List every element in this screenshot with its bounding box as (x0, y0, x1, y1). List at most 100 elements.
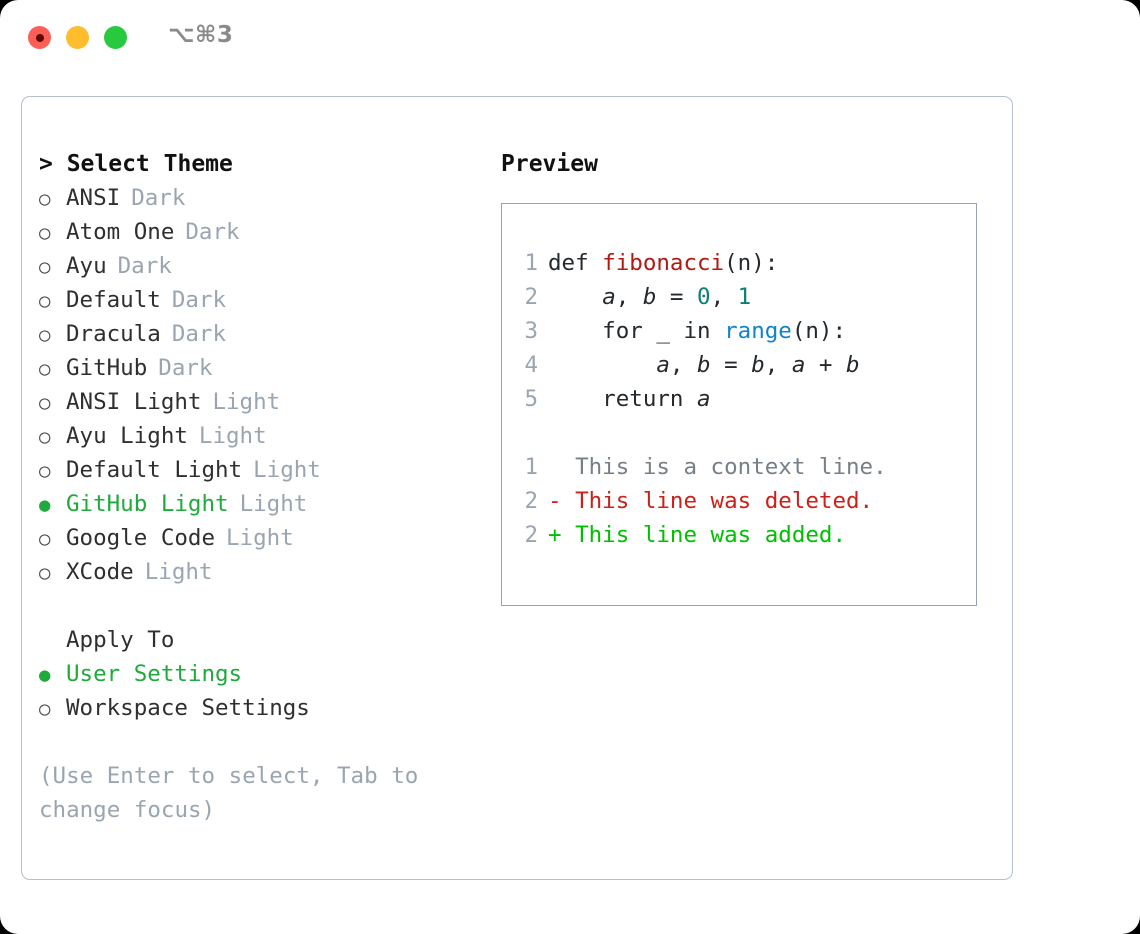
line-number: 2 (524, 488, 538, 514)
radio-unselected-icon: ○ (39, 188, 51, 210)
code-token: fibonacci (602, 250, 725, 276)
code-token: 0 (697, 284, 711, 310)
theme-list-item[interactable]: ○ ANSI Dark (39, 181, 499, 215)
code-line-content: a, b = b, a + b (548, 352, 860, 378)
line-number: 4 (524, 352, 538, 378)
apply-to-item[interactable]: ○ Workspace Settings (39, 691, 499, 725)
theme-category: Dark (185, 219, 240, 245)
theme-category: Light (226, 525, 294, 551)
code-token: def (548, 250, 603, 276)
radio-unselected-icon: ○ (39, 562, 51, 584)
theme-list-item[interactable]: ○ ANSI Light Light (39, 385, 499, 419)
theme-category: Dark (117, 253, 172, 279)
code-token (548, 284, 602, 310)
code-token: return (548, 386, 698, 412)
apply-to-heading-row: Apply To (39, 623, 499, 657)
theme-category: Light (253, 457, 321, 483)
code-line: 1 This is a context line. (510, 450, 886, 484)
line-number: 1 (524, 250, 538, 276)
code-token: a (602, 284, 616, 310)
radio-unselected-icon: ○ (39, 256, 51, 278)
theme-name: Default Light (66, 457, 243, 483)
minimize-window-button[interactable] (66, 26, 89, 49)
code-line-content: + This line was added. (548, 522, 846, 548)
code-token: b (751, 352, 765, 378)
theme-name: Ayu Light (66, 423, 188, 449)
close-window-button[interactable] (28, 26, 51, 49)
keyboard-hint: (Use Enter to select, Tab to change focu… (39, 763, 419, 823)
theme-category: Light (212, 389, 281, 415)
code-token: range (724, 318, 792, 344)
theme-category: Light (198, 423, 267, 449)
radio-unselected-icon: ○ (39, 358, 51, 380)
theme-name: ANSI (66, 185, 121, 211)
code-line: 3 for _ in range(n): (510, 314, 887, 348)
theme-category: Dark (131, 185, 186, 211)
code-token: = (656, 284, 698, 310)
code-line: 1 def fibonacci(n): (510, 246, 887, 280)
apply-to-list[interactable]: ● User Settings ○ Workspace Settings (39, 657, 499, 725)
title-bar: ⌥⌘3 (0, 0, 1140, 76)
code-line: 4 a, b = b, a + b (510, 348, 887, 382)
radio-unselected-icon: ○ (39, 324, 51, 346)
theme-category: Light (239, 491, 308, 517)
theme-name: Default (66, 287, 161, 313)
code-token: a (697, 386, 711, 412)
list-spacer (39, 589, 499, 623)
code-line (510, 416, 887, 450)
radio-unselected-icon: ○ (39, 290, 51, 312)
theme-list-item[interactable]: ○ Default Dark (39, 283, 499, 317)
code-token: + This line was added. (548, 522, 847, 548)
maximize-window-button[interactable] (104, 26, 127, 49)
line-number: 2 (524, 284, 538, 310)
code-token (548, 352, 656, 378)
theme-category: Dark (171, 287, 227, 313)
code-token: (n): (791, 318, 847, 344)
theme-name: Atom One (66, 219, 175, 245)
radio-unselected-icon: ○ (39, 392, 51, 414)
code-token: for _ in (548, 318, 725, 344)
code-token: (n): (724, 250, 779, 276)
theme-name: GitHub Light (66, 491, 229, 517)
code-token: a (656, 352, 670, 378)
code-token: , (615, 284, 643, 310)
code-token: , (669, 352, 698, 378)
preview-heading: Preview (501, 151, 598, 177)
code-line-content: a, b = 0, 1 (548, 284, 751, 310)
radio-selected-icon: ● (39, 664, 51, 686)
code-line-content: - This line was deleted. (548, 488, 873, 514)
theme-list-item[interactable]: ○ Ayu Dark (39, 249, 499, 283)
code-token: b (846, 352, 860, 378)
theme-category: Dark (158, 355, 213, 381)
code-line-content: return a (548, 386, 711, 412)
theme-category: Dark (171, 321, 227, 347)
line-number: 3 (524, 318, 538, 344)
theme-list-item[interactable]: ● GitHub Light Light (39, 487, 499, 521)
code-line: 5 return a (510, 382, 887, 416)
theme-name: Ayu (66, 253, 107, 279)
code-token: , (710, 284, 738, 310)
radio-selected-icon: ● (39, 494, 51, 516)
radio-unselected-icon: ○ (39, 698, 51, 720)
apply-to-heading: Apply To (66, 627, 175, 653)
apply-to-item[interactable]: ● User Settings (39, 657, 499, 691)
code-token: b (697, 352, 711, 378)
theme-name: ANSI Light (66, 389, 202, 415)
apply-to-label: User Settings (66, 661, 243, 687)
code-token: = (710, 352, 752, 378)
line-number: 5 (524, 386, 538, 412)
apply-to-label: Workspace Settings (66, 695, 310, 721)
